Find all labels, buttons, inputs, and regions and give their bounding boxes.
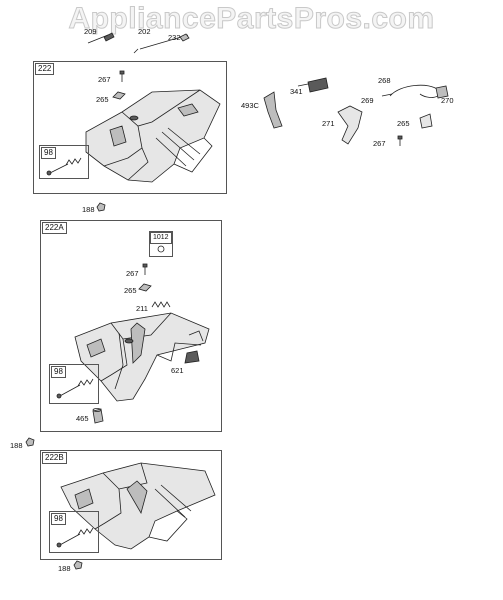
nut-icon-188-a xyxy=(96,202,106,212)
assembly-box-222: 222 267 265 98 xyxy=(33,61,227,194)
sub-tag-1012: 1012 xyxy=(150,232,172,244)
grommet-icon xyxy=(157,245,165,253)
part-label-209: 209 xyxy=(84,27,97,36)
spring-icon-211 xyxy=(151,301,171,308)
clip-icon-222a xyxy=(138,283,152,292)
assembly-box-222a: 222A 1012 267 265 211 621 98 xyxy=(40,220,222,432)
part-label-341: 341 xyxy=(290,87,303,96)
assembly-tag-222a: 222A xyxy=(42,222,67,234)
part-label-188-a: 188 xyxy=(82,205,95,214)
part-label-268: 268 xyxy=(378,76,391,85)
clip-icon xyxy=(112,91,126,100)
part-label-265-222a: 265 xyxy=(124,286,137,295)
bushing-icon-465 xyxy=(92,408,104,424)
screw-icon-222a xyxy=(142,263,148,275)
part-label-267: 267 xyxy=(98,75,111,84)
sub-tag-98-222a: 98 xyxy=(51,366,66,378)
part-label-265: 265 xyxy=(96,95,109,104)
part-label-270: 270 xyxy=(441,96,454,105)
control-bracket-222-art xyxy=(85,89,221,183)
part-label-269: 269 xyxy=(361,96,374,105)
watermark: AppliancePartsPros.com xyxy=(68,2,435,36)
spring-pin-icon-222b xyxy=(56,527,94,548)
part-label-202: 202 xyxy=(138,27,151,36)
part-label-265-right: 265 xyxy=(397,119,410,128)
part-label-267-222a: 267 xyxy=(126,269,139,278)
part-label-465: 465 xyxy=(76,414,89,423)
nut-icon-188-b xyxy=(25,437,35,447)
right-parts-art xyxy=(263,77,449,146)
part-label-267-right: 267 xyxy=(373,139,386,148)
spring-pin-icon xyxy=(46,157,82,176)
spring-pin-icon-222a xyxy=(56,378,94,399)
part-label-621: 621 xyxy=(171,366,184,375)
assembly-tag-222: 222 xyxy=(35,63,55,75)
top-rods-art xyxy=(87,32,190,54)
nut-icon-188-c xyxy=(73,560,83,570)
bracket-icon-621 xyxy=(184,350,200,364)
sub-tag-98: 98 xyxy=(41,147,56,159)
screw-icon xyxy=(119,70,125,82)
assembly-tag-222b: 222B xyxy=(42,452,67,464)
sub-box-98-222b: 98 xyxy=(49,511,99,553)
part-label-493c: 493C xyxy=(241,101,259,110)
assembly-box-222b: 222B 98 xyxy=(40,450,222,560)
control-bracket-222a-art xyxy=(74,312,210,402)
control-bracket-222b-art xyxy=(60,462,216,550)
sub-box-98: 98 xyxy=(39,145,89,179)
sub-box-98-222a: 98 xyxy=(49,364,99,404)
sub-tag-98-222b: 98 xyxy=(51,513,66,525)
part-label-188-c: 188 xyxy=(58,564,71,573)
part-label-211: 211 xyxy=(136,304,148,313)
part-label-188-b: 188 xyxy=(10,441,23,450)
sub-box-1012: 1012 xyxy=(149,231,173,257)
part-label-232: 232 xyxy=(168,33,181,42)
part-label-271: 271 xyxy=(322,119,335,128)
